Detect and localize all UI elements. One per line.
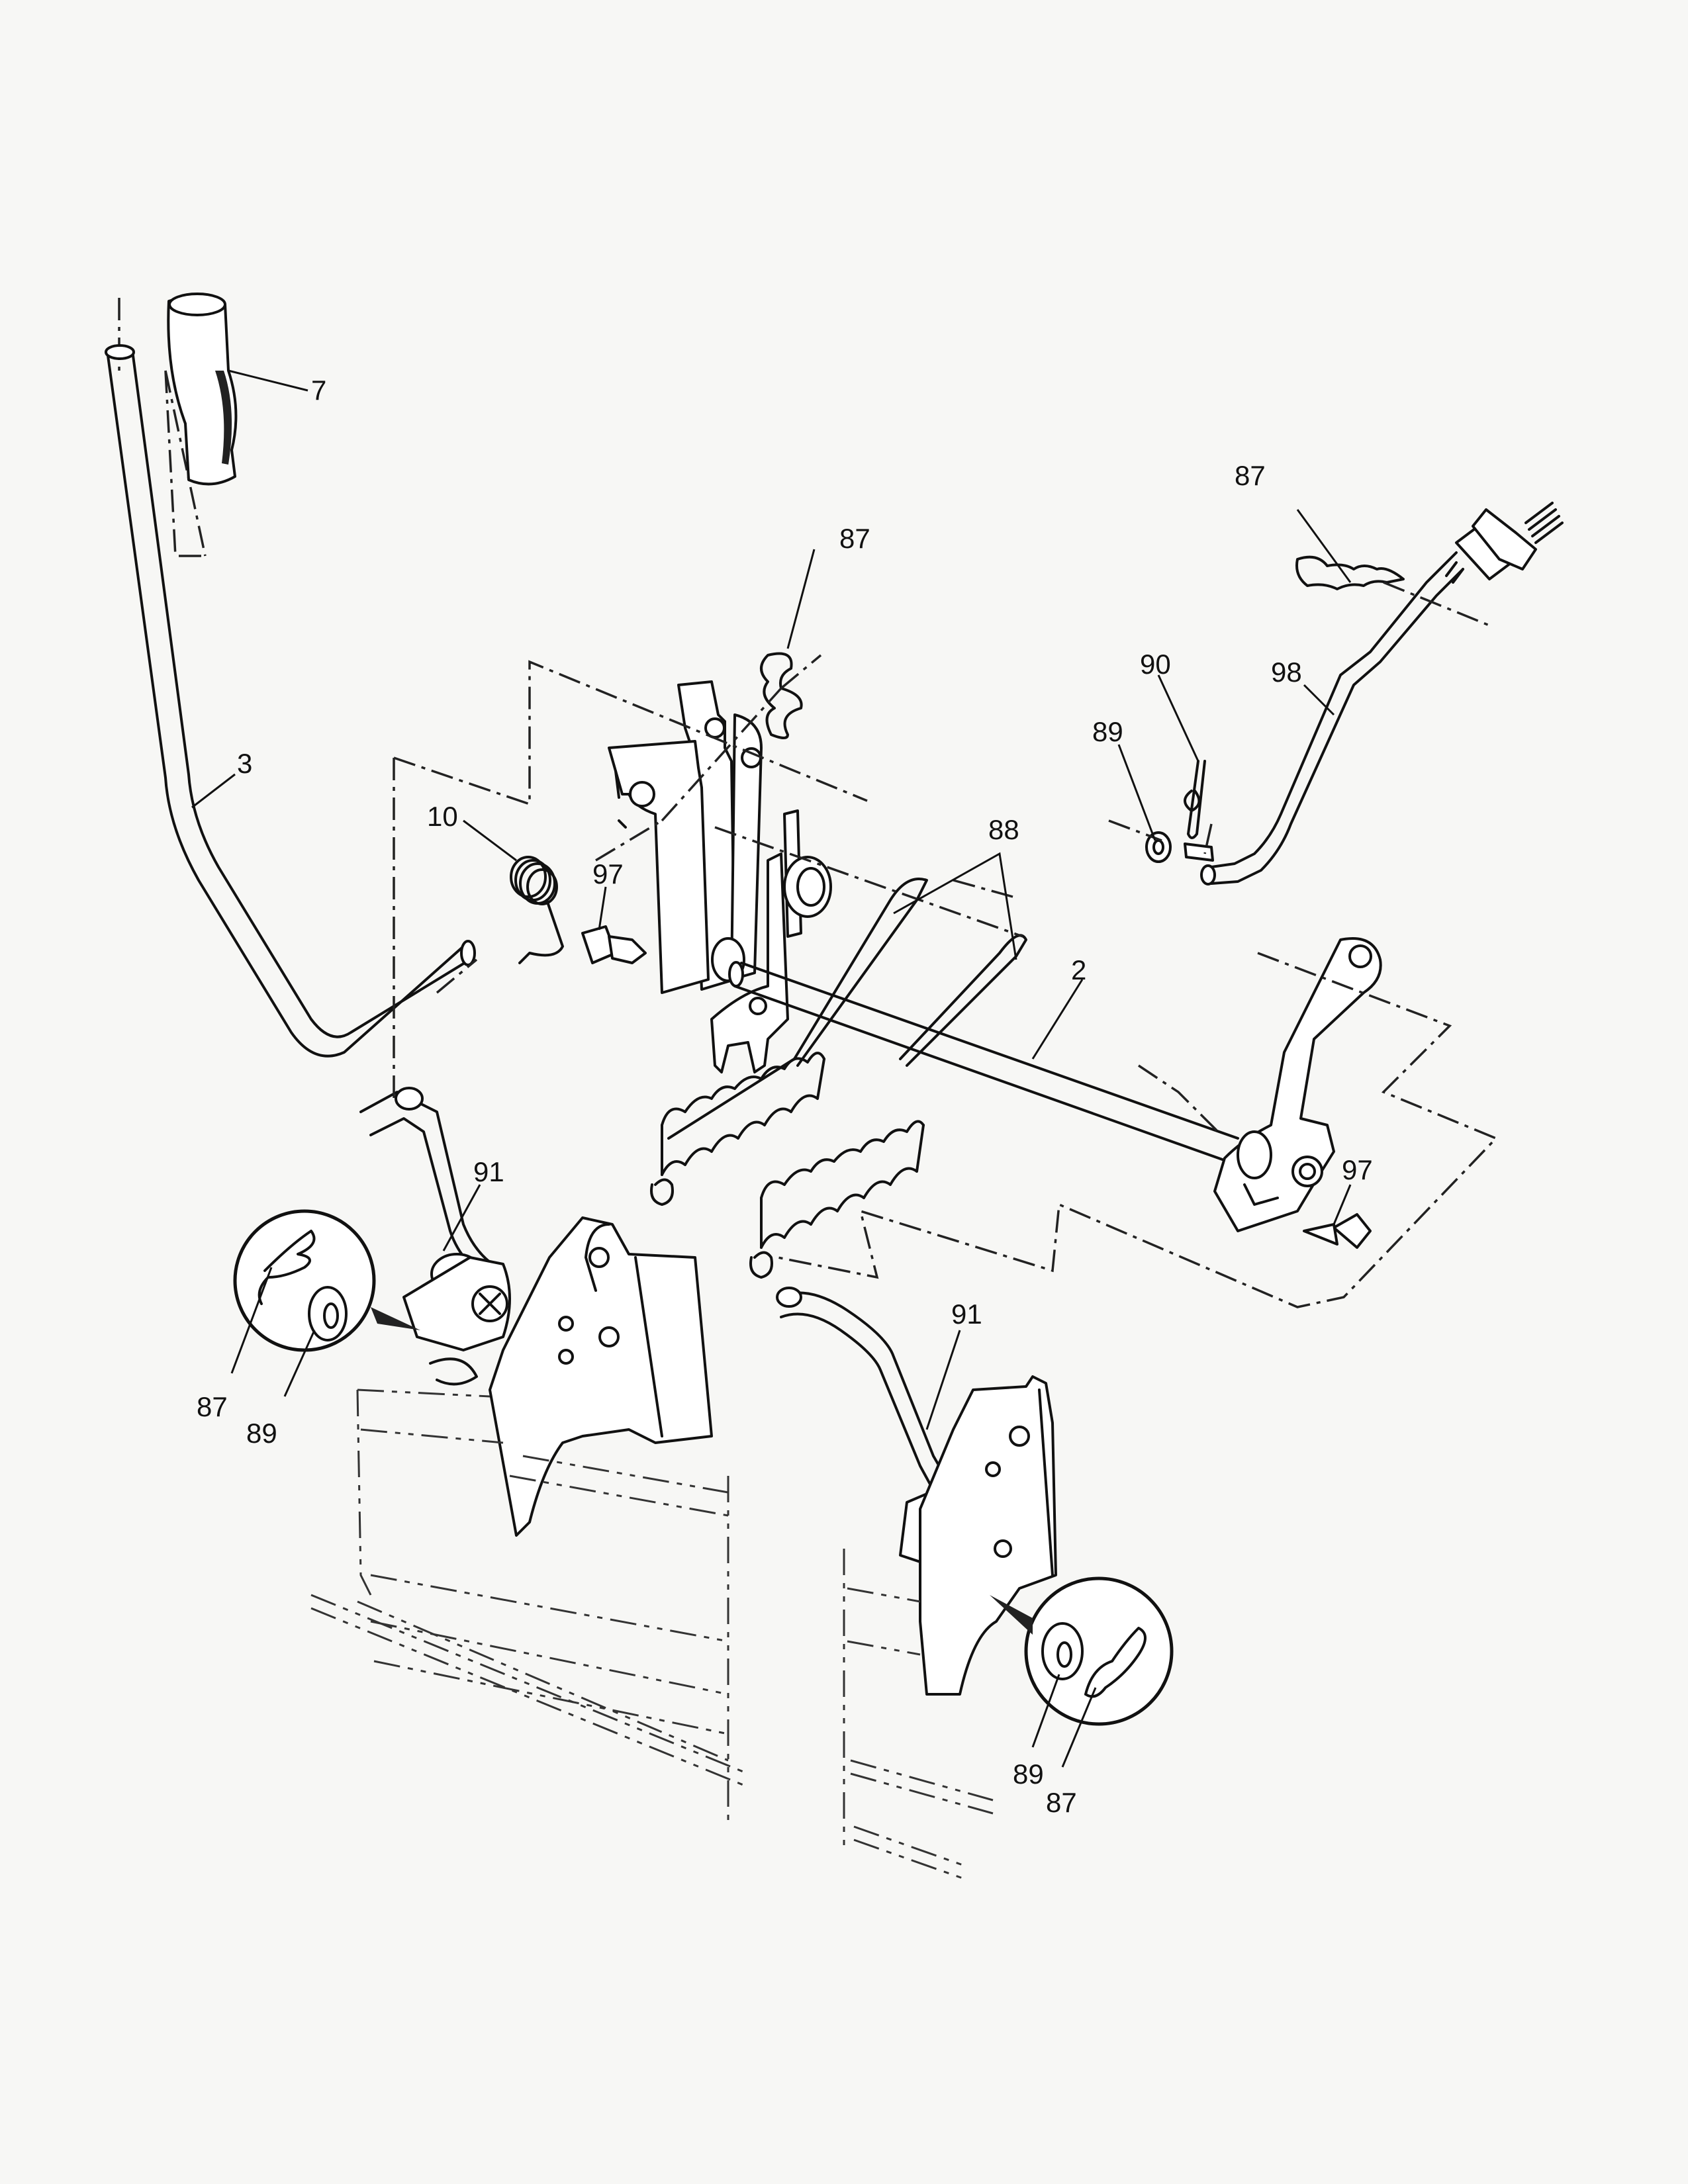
pivot-bracket (608, 680, 763, 994)
callout-90: 90 (1140, 649, 1171, 680)
spring-left-coils (650, 1052, 825, 1206)
deck-outline (310, 1388, 994, 1881)
callout-87-top-right: 87 (1235, 460, 1266, 491)
right-rod-hardware (1145, 760, 1214, 863)
callouts: 7 3 10 97 87 88 2 87 90 98 89 97 91 87 8… (197, 375, 1373, 1818)
right-deck-hanger (919, 1375, 1057, 1696)
callout-87-left-detail: 87 (197, 1391, 228, 1422)
shoulder-bolt-lower (1303, 1213, 1372, 1249)
detail-circle-right (990, 1576, 1174, 1726)
spring-right-coils (749, 1120, 925, 1279)
callout-88: 88 (988, 814, 1019, 845)
callout-98: 98 (1271, 657, 1302, 688)
callout-7: 7 (311, 375, 326, 406)
callout-10: 10 (427, 801, 458, 832)
right-lift-arm (1213, 937, 1382, 1232)
callout-3: 3 (237, 748, 252, 779)
callout-97-upper: 97 (592, 858, 624, 889)
height-adjust-rod (1200, 502, 1564, 886)
lift-shaft (728, 961, 1239, 1163)
callout-87-top-center: 87 (839, 523, 870, 554)
callout-89-top-right: 89 (1092, 716, 1123, 747)
phantom-lines (393, 581, 1499, 1308)
handle-grip (118, 293, 238, 557)
callout-97-lower: 97 (1342, 1154, 1373, 1185)
callout-91-left: 91 (473, 1156, 504, 1187)
callout-91-right: 91 (951, 1298, 982, 1330)
lift-handle-rod (105, 344, 476, 1058)
callout-89-right-detail: 89 (1013, 1758, 1044, 1790)
leader-lines (191, 369, 1352, 1768)
callout-87-right-detail: 87 (1046, 1787, 1077, 1818)
callout-2: 2 (1071, 954, 1086, 985)
callout-89-left-detail: 89 (246, 1418, 277, 1449)
left-deck-hanger (489, 1216, 713, 1537)
extension-springs (650, 878, 1027, 1279)
hairpin-clip-top-center (760, 652, 803, 739)
torsion-spring (510, 856, 564, 964)
detail-circle-left (233, 1209, 420, 1352)
lift-arm-bracket (710, 809, 832, 1073)
shoulder-bolt-upper (581, 925, 647, 964)
